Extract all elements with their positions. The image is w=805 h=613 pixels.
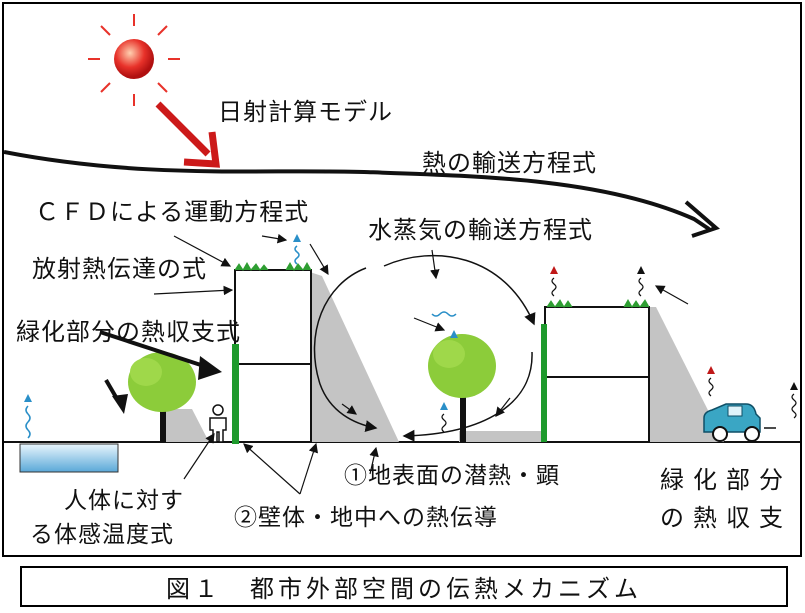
water-pond — [19, 443, 119, 473]
label-solar-model: 日射計算モデル — [218, 98, 393, 126]
tree-left-icon — [128, 352, 196, 442]
roof-grass-left-2 — [285, 261, 312, 271]
heat-icon-car-2 — [790, 382, 798, 419]
diagram-canvas — [4, 14, 800, 495]
vapor-icon-pond — [24, 394, 32, 439]
label-surface-heat: ①地表面の潜熱・顕 — [344, 463, 560, 489]
car-icon — [703, 403, 776, 442]
tree-mid-icon — [428, 334, 496, 442]
vapor-icon-roof-left — [293, 234, 301, 265]
airflow-loop-left — [313, 267, 378, 433]
figure-caption-text: 図１ 都市外部空間の伝熱メカニズム — [166, 575, 642, 603]
heat-transport-arrowhead — [684, 200, 720, 238]
label-human-line1: 人体に対す — [64, 488, 184, 514]
heat-transport-curve — [4, 150, 711, 231]
label-human-line2: る体感温度式 — [30, 522, 174, 548]
roof-grass-right — [546, 299, 573, 308]
sun-icon — [88, 14, 180, 106]
shadow-tree-left — [164, 409, 209, 442]
roof-grass-right-2 — [623, 298, 650, 308]
label-heat-transport: 熱の輸送方程式 — [422, 149, 597, 177]
vapor-icon-tree-mid — [431, 311, 458, 338]
heat-icon-roof-right-2 — [637, 266, 645, 297]
heat-icon-car-1 — [707, 366, 715, 397]
figure-caption: 図１ 都市外部空間の伝熱メカニズム — [20, 566, 788, 607]
green-wall-left — [232, 344, 239, 444]
label-right-line2: の熱収支 — [660, 504, 792, 532]
label-greening: 緑化部分の熱収支式 — [16, 318, 241, 346]
vapor-icon-ground-mid — [440, 402, 448, 433]
shadow-right-building — [649, 307, 724, 442]
shadow-ground-mid — [459, 431, 541, 442]
diagram-frame: 日射計算モデル 熱の輸送方程式 ＣＦＤによる運動方程式 水蒸気の輸送方程式 放射… — [2, 2, 802, 557]
solar-arrow-icon — [155, 101, 220, 168]
label-right-line1: 緑化部分 — [660, 466, 792, 494]
label-vapor-transport: 水蒸気の輸送方程式 — [368, 216, 593, 244]
pointer-arrows — [153, 233, 689, 495]
shadow-left-building — [310, 272, 399, 442]
airflow-loop-top — [383, 254, 536, 326]
left-building — [234, 269, 312, 443]
roof-grass-left — [234, 261, 269, 271]
label-conduction: ②壁体・地中への熱伝導 — [234, 505, 498, 531]
label-cfd: ＣＦＤによる運動方程式 — [35, 198, 310, 226]
right-building — [544, 306, 650, 443]
green-wall-right — [541, 324, 547, 442]
heavy-arrows — [99, 330, 222, 414]
heat-icon-roof-right-1 — [550, 266, 558, 297]
label-radiation: 放射熱伝達の式 — [32, 255, 207, 283]
